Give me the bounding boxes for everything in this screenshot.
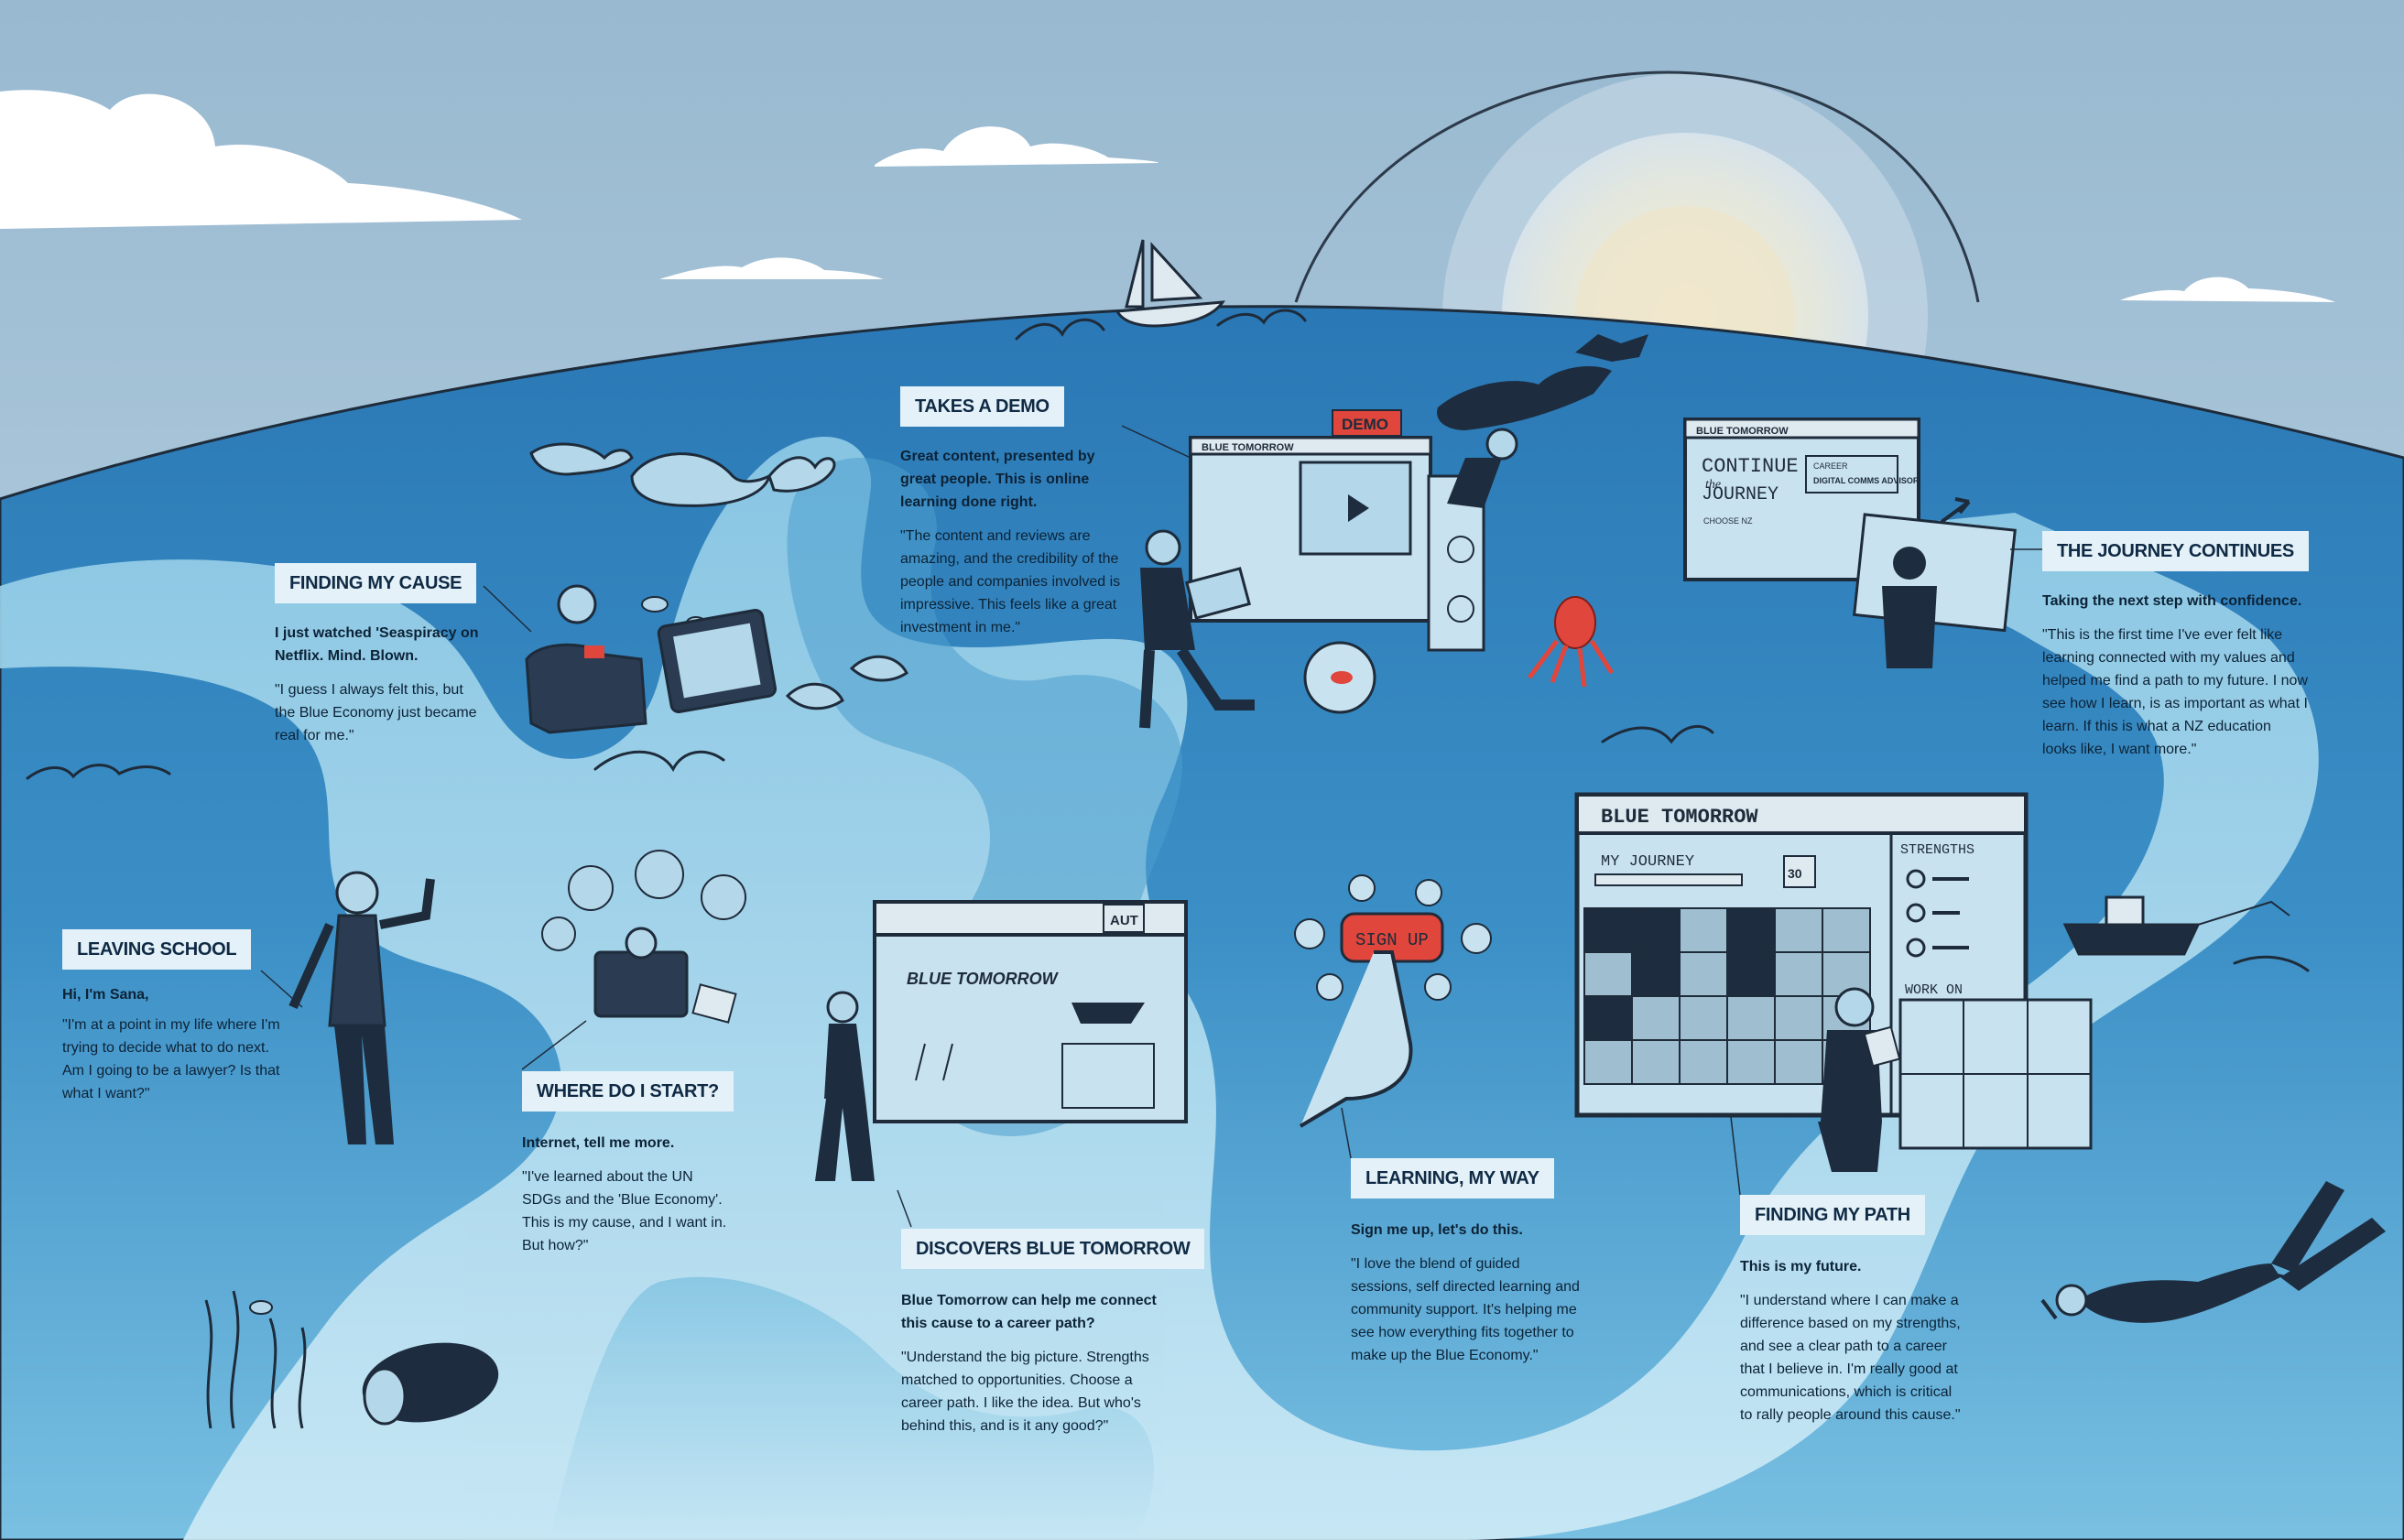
demo-tag: DEMO xyxy=(1342,416,1388,433)
choose-nz: CHOOSE NZ xyxy=(1703,516,1753,526)
stage-learning-my-way: LEARNING, MY WAY Sign me up, let's do th… xyxy=(1351,1158,1580,1367)
blue-tomorrow-site-illustration: AUT BLUE TOMORROW xyxy=(873,900,1188,1123)
stage-quote: "This is the first time I've ever felt l… xyxy=(2042,627,2308,757)
connector-lines xyxy=(260,425,2042,1228)
dashboard-brand: BLUE TOMORROW xyxy=(1601,806,1758,829)
demo-screen-illustration: BLUE TOMORROW DEMO xyxy=(1189,409,1485,652)
shipwreck-icon xyxy=(362,1342,499,1426)
tv-watching-illustration xyxy=(525,584,778,734)
stage-lead: Blue Tomorrow can help me connect this c… xyxy=(901,1293,1157,1331)
presenting-person-illustration xyxy=(1818,987,1901,1172)
presenter-avatar-illustration xyxy=(1447,428,1518,508)
stage-takes-a-demo: TAKES A DEMO Great content, presented by… xyxy=(900,386,1134,639)
stage-title: FINDING MY CAUSE xyxy=(275,563,477,603)
signup-illustration: SIGN UP xyxy=(1294,874,1492,1128)
fishing-boat-icon xyxy=(2062,895,2290,956)
stage-finding-my-path: FINDING MY PATH This is my future. "I un… xyxy=(1740,1195,1964,1426)
continue-journey-screen-illustration: BLUE TOMORROW CONTINUE the JOURNEY CHOOS… xyxy=(1683,418,1920,581)
whale-icon xyxy=(529,442,836,507)
sailboat-icon xyxy=(1115,239,1225,328)
signup-button-label: SIGN UP xyxy=(1355,930,1429,950)
continue-brand: BLUE TOMORROW xyxy=(1696,426,1789,437)
stage-lead: Great content, presented by great people… xyxy=(900,449,1095,510)
career-label: CAREER xyxy=(1813,461,1848,471)
stage-where-do-i-start: WHERE DO I START? Internet, tell me more… xyxy=(522,1071,734,1257)
strengths-label: STRENGTHS xyxy=(1900,842,1974,858)
standing-person-illustration xyxy=(815,991,875,1181)
stage-leaving-school: LEAVING SCHOOL Hi, I'm Sana, "I'm at a p… xyxy=(62,929,282,1105)
stage-title: LEARNING, MY WAY xyxy=(1351,1158,1554,1198)
stage-quote: "I'm at a point in my life where I'm try… xyxy=(62,1017,280,1101)
stage-title: THE JOURNEY CONTINUES xyxy=(2042,531,2309,571)
person-at-desk-illustration xyxy=(1139,529,1255,729)
stage-quote: "Understand the big picture. Strengths m… xyxy=(901,1350,1149,1434)
journey-badge: 30 xyxy=(1788,866,1802,881)
demo-brand: BLUE TOMORROW xyxy=(1202,442,1294,453)
octopus-icon xyxy=(1528,596,1615,688)
stage-title: WHERE DO I START? xyxy=(522,1071,734,1112)
dolphin-icon xyxy=(785,655,908,710)
site-brand: BLUE TOMORROW xyxy=(907,970,1060,988)
stage-lead: Taking the next step with confidence. xyxy=(2042,593,2302,609)
kelp-icon xyxy=(204,1290,307,1429)
research-laptop-illustration xyxy=(541,850,746,1024)
continue-line1: CONTINUE xyxy=(1702,455,1799,478)
fishbowl-icon xyxy=(1303,641,1376,714)
continue-line2: the xyxy=(1705,478,1721,492)
stage-quote: "I understand where I can make a differe… xyxy=(1740,1293,1961,1423)
stage-lead: Sign me up, let's do this. xyxy=(1351,1222,1523,1238)
stage-journey-continues: THE JOURNEY CONTINUES Taking the next st… xyxy=(2042,531,2309,761)
sana-waving-illustration xyxy=(288,871,435,1144)
stage-lead: I just watched 'Seaspiracy on Netflix. M… xyxy=(275,625,479,664)
stage-lead: This is my future. xyxy=(1740,1259,1862,1274)
stage-quote: "I love the blend of guided sessions, se… xyxy=(1351,1256,1580,1363)
stage-discovers-blue-tomorrow: DISCOVERS BLUE TOMORROW Blue Tomorrow ca… xyxy=(901,1229,1205,1437)
cloud-icon xyxy=(659,257,884,279)
my-journey-label: MY JOURNEY xyxy=(1601,853,1694,871)
whale-tail-icon xyxy=(1437,334,1648,430)
stage-quote: "I guess I always felt this, but the Blu… xyxy=(275,682,477,743)
stage-quote: "The content and reviews are amazing, an… xyxy=(900,528,1121,635)
scuba-diver-icon xyxy=(2040,1181,2386,1323)
continue-line3: JOURNEY xyxy=(1702,484,1779,505)
aut-badge: AUT xyxy=(1110,913,1138,928)
stage-title: FINDING MY PATH xyxy=(1740,1195,1925,1235)
stage-lead: Hi, I'm Sana, xyxy=(62,987,149,1003)
person-with-map-illustration xyxy=(1853,497,2017,668)
cloud-icon xyxy=(875,126,1158,167)
cloud-icon xyxy=(0,90,522,230)
stage-title: TAKES A DEMO xyxy=(900,386,1064,427)
stage-quote: "I've learned about the UN SDGs and the … xyxy=(522,1169,727,1253)
stage-title: LEAVING SCHOOL xyxy=(62,929,252,970)
career-title: DIGITAL COMMS ADVISOR xyxy=(1813,476,1920,485)
cloud-icon xyxy=(2120,277,2335,302)
stage-title: DISCOVERS BLUE TOMORROW xyxy=(901,1229,1205,1269)
my-journey-dashboard-illustration: BLUE TOMORROW MY JOURNEY 30 STRENGTHS WO… xyxy=(1574,792,2093,1150)
stage-finding-my-cause: FINDING MY CAUSE I just watched 'Seaspir… xyxy=(275,563,485,747)
work-on-label: WORK ON xyxy=(1905,982,1963,998)
stage-lead: Internet, tell me more. xyxy=(522,1135,675,1151)
